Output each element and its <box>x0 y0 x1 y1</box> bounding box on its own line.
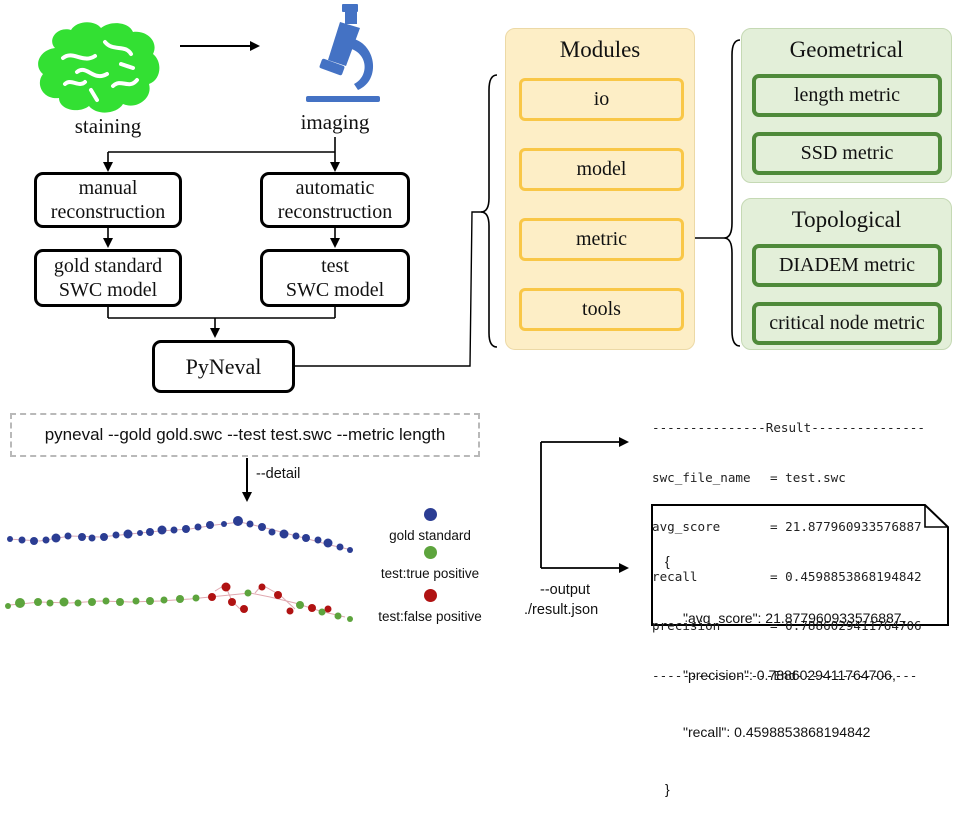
gold-standard-swatch <box>423 508 437 521</box>
pyneval-box: PyNeval <box>152 340 295 393</box>
module-metric: metric <box>519 218 684 261</box>
length-metric: length metric <box>752 74 942 117</box>
output-path-label: ./result.json <box>524 602 599 618</box>
false-positive-swatch <box>423 589 437 602</box>
json-open-brace: { <box>665 553 670 569</box>
diagram-connectors <box>103 39 949 626</box>
test-swc-line-1: test <box>321 255 349 277</box>
json-line: "precision": 0.7886029411764706, <box>683 667 896 683</box>
json-close-brace: } <box>665 781 670 797</box>
neuron-detail-plot <box>5 516 353 622</box>
geometrical-title: Geometrical <box>789 37 904 62</box>
result-value: = 0.4598853868194842 <box>770 568 922 584</box>
result-key: swc_file_name <box>652 469 751 485</box>
result-row: precision = 0.7886029411764706 <box>652 618 952 635</box>
modules-title: Modules <box>559 37 641 62</box>
manual-reconstruction-box: manual reconstruction <box>34 172 182 228</box>
command-line: pyneval --gold gold.swc --test test.swc … <box>10 413 480 457</box>
result-value: = 0.7886029411764706 <box>770 618 922 633</box>
critical-node-metric: critical node metric <box>752 302 942 345</box>
geometrical-panel: Geometrical length metric SSD metric <box>741 28 952 183</box>
result-key: recall <box>652 568 698 584</box>
diadem-metric: DIADEM metric <box>752 244 942 287</box>
legend-fp-label: test:false positive <box>378 609 482 624</box>
modules-panel: Modules io model metric tools <box>505 28 695 350</box>
legend-tp-label: test:true positive <box>380 566 480 581</box>
manual-reconstruction-line-2: reconstruction <box>50 201 166 223</box>
result-value: = test.swc <box>770 469 846 485</box>
module-io: io <box>519 78 684 121</box>
json-file-content: { "avg_score": 21.877960933576887, "prec… <box>665 514 905 837</box>
legend-true-positive: test:true positive <box>370 546 490 581</box>
true-positive-swatch <box>423 546 437 559</box>
ssd-metric: SSD metric <box>752 132 942 175</box>
gold-standard-swc-box: gold standard SWC model <box>34 249 182 307</box>
brain-icon <box>38 22 160 113</box>
microscope-icon <box>306 4 380 102</box>
automatic-reconstruction-box: automatic reconstruction <box>260 172 410 228</box>
json-line: "avg_score": 21.877960933576887, <box>683 610 906 626</box>
imaging-label: imaging <box>300 110 370 134</box>
result-row: avg_score = 21.877960933576887 <box>652 519 952 536</box>
automatic-reconstruction-line-2: reconstruction <box>277 201 393 223</box>
legend-gold-standard: gold standard <box>380 508 480 543</box>
output-flag-label: --output <box>540 582 590 598</box>
topological-panel: Topological DIADEM metric critical node … <box>741 198 952 350</box>
result-value: = 21.877960933576887 <box>770 519 922 534</box>
module-model: model <box>519 148 684 191</box>
result-row: recall = 0.4598853868194842 <box>652 569 952 586</box>
module-tools: tools <box>519 288 684 331</box>
legend-gold-label: gold standard <box>389 528 471 543</box>
manual-reconstruction-line-1: manual <box>78 177 138 199</box>
topological-title: Topological <box>791 207 902 232</box>
automatic-reconstruction-line-1: automatic <box>295 177 375 199</box>
result-key: avg_score <box>652 519 721 534</box>
staining-label: staining <box>74 114 142 138</box>
result-header: ---------------Result--------------- <box>652 420 925 435</box>
result-row: swc_file_name = test.swc <box>652 470 952 487</box>
test-swc-box: test SWC model <box>260 249 410 307</box>
pyneval-label: PyNeval <box>185 353 262 379</box>
test-swc-line-2: SWC model <box>285 279 385 301</box>
json-line: "recall": 0.4598853868194842 <box>683 724 871 740</box>
gold-standard-line-2: SWC model <box>58 279 158 301</box>
legend-false-positive: test:false positive <box>368 589 492 624</box>
result-key: precision <box>652 618 721 633</box>
detail-label: --detail <box>256 466 301 482</box>
gold-standard-line-1: gold standard <box>53 255 163 277</box>
